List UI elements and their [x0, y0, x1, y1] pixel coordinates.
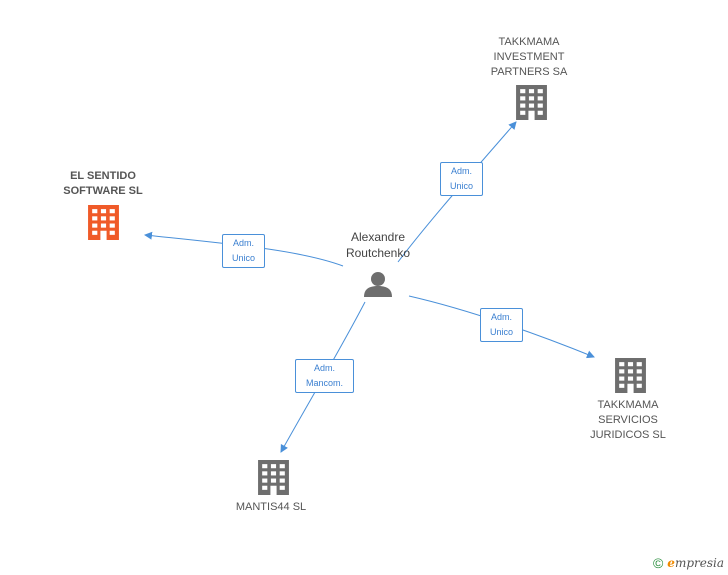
building-icon-takkmama-servicios[interactable] — [615, 358, 646, 393]
company-name-mantis44[interactable]: MANTIS44 SL — [235, 501, 307, 513]
building-icon-el-sentido[interactable] — [88, 205, 119, 240]
building-icon-takkmama-investment[interactable] — [516, 85, 547, 120]
company-name-takkmama-servicios[interactable]: TAKKMAMA SERVICIOS JURIDICOS SL — [590, 399, 666, 441]
company-name-takkmama-investment[interactable]: TAKKMAMA INVESTMENT PARTNERS SA — [490, 36, 568, 78]
person-name[interactable]: Alexandre Routchenko — [345, 230, 411, 260]
footer-branding: © empresia — [653, 555, 724, 571]
copyright-icon: © — [652, 555, 664, 571]
brand-logo[interactable]: empresia — [667, 556, 724, 570]
edge-label-takkmama-servicios: Adm. Unico — [480, 308, 523, 342]
company-name-el-sentido[interactable]: EL SENTIDO SOFTWARE SL — [63, 170, 143, 197]
edge-label-mantis44: Adm. Mancom. — [295, 359, 354, 393]
building-icon-mantis44[interactable] — [258, 460, 289, 495]
edge-takkmama-investment — [397, 121, 517, 263]
edge-label-el-sentido: Adm. Unico — [222, 234, 265, 268]
person-icon[interactable] — [364, 272, 392, 297]
edge-label-takkmama-investment: Adm. Unico — [440, 162, 483, 196]
